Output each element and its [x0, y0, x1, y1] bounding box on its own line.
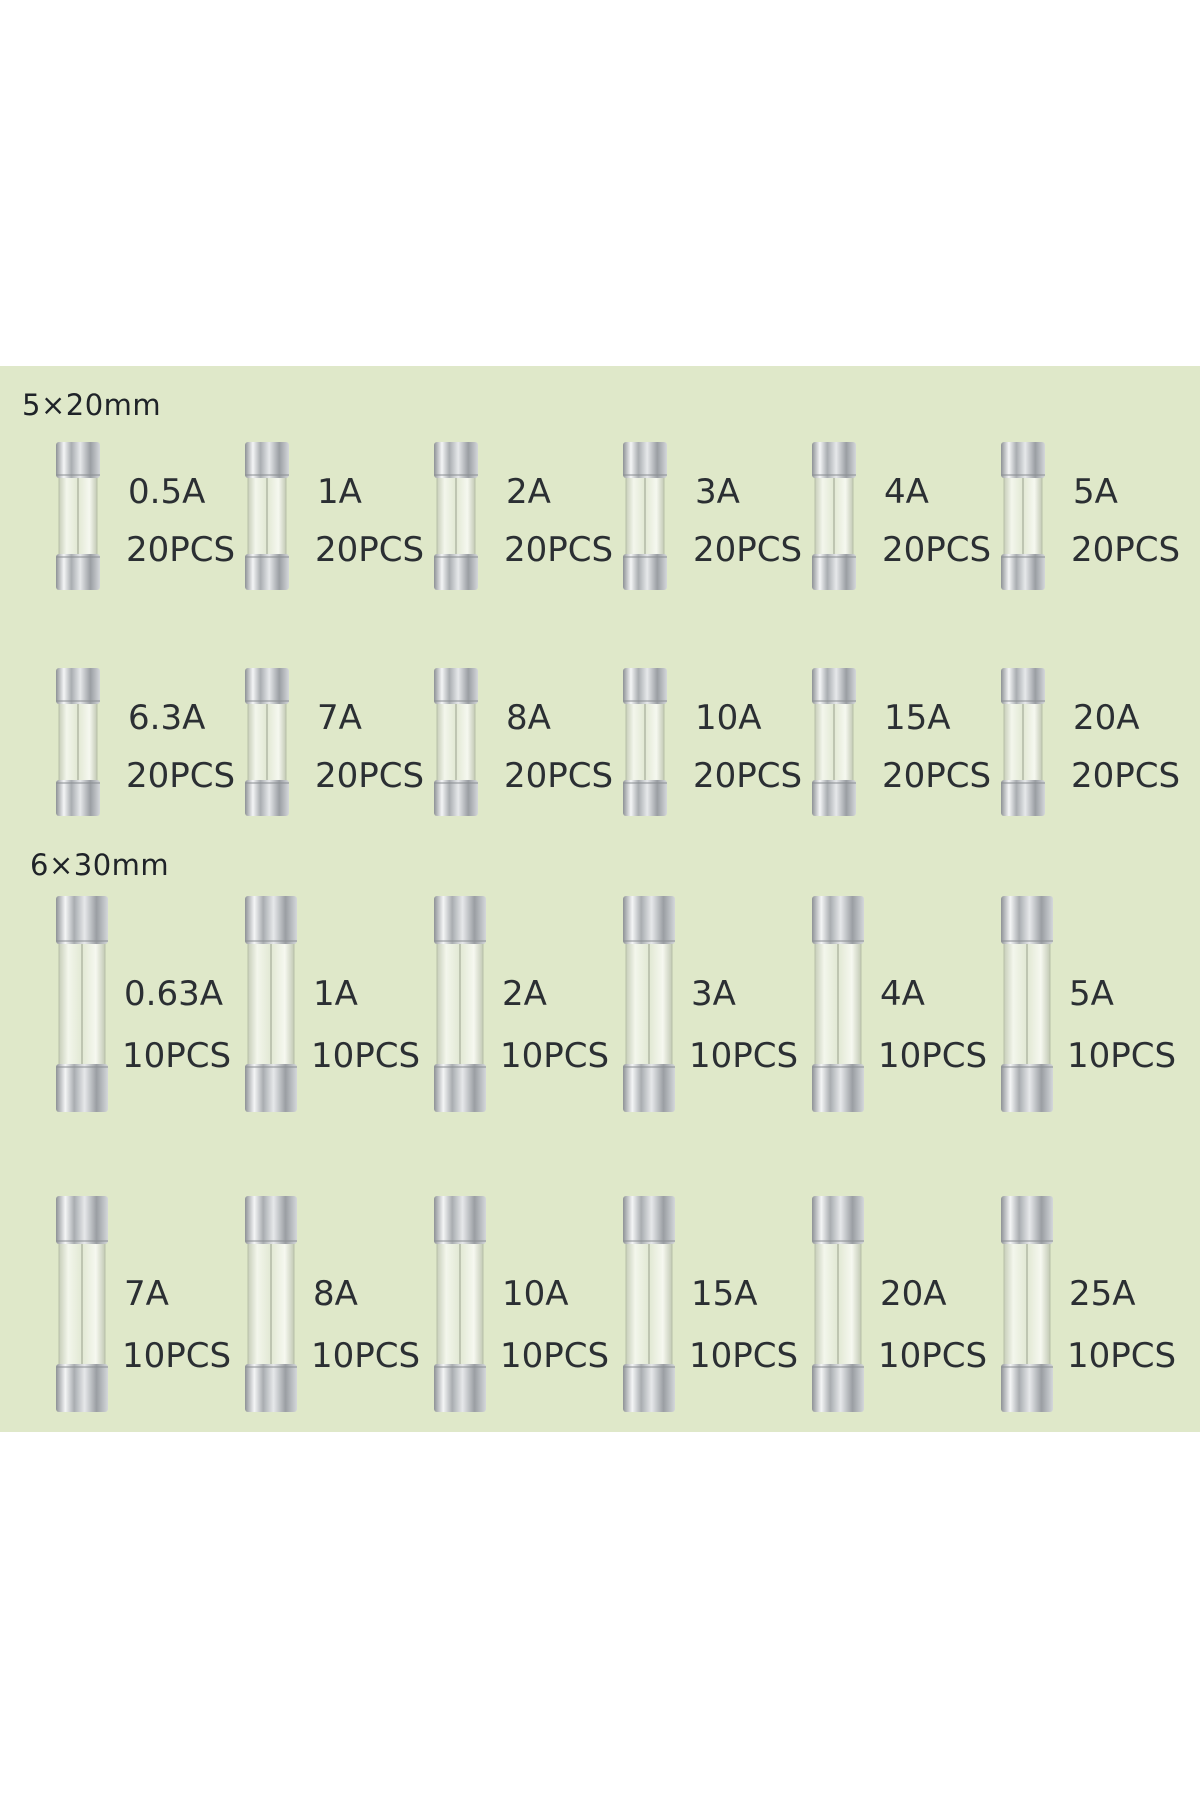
amperage-label: 1A	[313, 974, 358, 1014]
amperage-label: 10A	[502, 1274, 569, 1314]
quantity-label: 10PCS	[311, 1036, 421, 1076]
amperage-label: 20A	[1073, 698, 1140, 738]
amperage-label: 4A	[880, 974, 925, 1014]
amperage-label: 20A	[880, 1274, 947, 1314]
glass-fuse-icon	[1001, 668, 1045, 816]
amperage-label: 15A	[884, 698, 951, 738]
quantity-label: 10PCS	[878, 1336, 988, 1376]
amperage-label: 2A	[502, 974, 547, 1014]
amperage-label: 15A	[691, 1274, 758, 1314]
amperage-label: 10A	[695, 698, 762, 738]
glass-fuse-icon	[56, 1196, 108, 1412]
amperage-label: 5A	[1073, 472, 1118, 512]
glass-fuse-icon	[56, 442, 100, 590]
quantity-label: 20PCS	[1071, 756, 1181, 796]
quantity-label: 20PCS	[1071, 530, 1181, 570]
glass-fuse-icon	[245, 1196, 297, 1412]
quantity-label: 20PCS	[504, 530, 614, 570]
fuse-row-6x30-1: 0.63A 10PCS 1A 10PCS	[56, 896, 1196, 1116]
amperage-label: 8A	[506, 698, 551, 738]
glass-fuse-icon	[812, 896, 864, 1112]
amperage-label: 3A	[691, 974, 736, 1014]
quantity-label: 10PCS	[500, 1036, 610, 1076]
quantity-label: 10PCS	[878, 1036, 988, 1076]
quantity-label: 10PCS	[122, 1336, 232, 1376]
glass-fuse-icon	[434, 668, 478, 816]
fuse-row-6x30-2: 7A 10PCS 8A 10PCS	[56, 1196, 1196, 1416]
amperage-label: 0.5A	[128, 472, 206, 512]
glass-fuse-icon	[812, 1196, 864, 1412]
glass-fuse-icon	[812, 668, 856, 816]
amperage-label: 5A	[1069, 974, 1114, 1014]
amperage-label: 25A	[1069, 1274, 1136, 1314]
glass-fuse-icon	[1001, 896, 1053, 1112]
glass-fuse-icon	[245, 896, 297, 1112]
glass-fuse-icon	[56, 668, 100, 816]
amperage-label: 2A	[506, 472, 551, 512]
amperage-label: 1A	[317, 472, 362, 512]
glass-fuse-icon	[1001, 442, 1045, 590]
glass-fuse-icon	[434, 442, 478, 590]
fuse-row-5x20-1: 0.5A 20PCS 1A 20PCS	[56, 442, 1196, 592]
quantity-label: 20PCS	[693, 756, 803, 796]
amperage-label: 3A	[695, 472, 740, 512]
fuse-assortment-panel: 5×20mm 0.5A 20PCS	[0, 366, 1200, 1432]
glass-fuse-icon	[434, 896, 486, 1112]
glass-fuse-icon	[245, 442, 289, 590]
quantity-label: 20PCS	[126, 756, 236, 796]
section-label-6x30: 6×30mm	[30, 848, 170, 882]
glass-fuse-icon	[245, 668, 289, 816]
amperage-label: 7A	[317, 698, 362, 738]
quantity-label: 10PCS	[689, 1036, 799, 1076]
quantity-label: 10PCS	[1067, 1336, 1177, 1376]
quantity-label: 20PCS	[315, 530, 425, 570]
glass-fuse-icon	[56, 896, 108, 1112]
amperage-label: 0.63A	[124, 974, 223, 1014]
quantity-label: 10PCS	[1067, 1036, 1177, 1076]
quantity-label: 20PCS	[126, 530, 236, 570]
glass-fuse-icon	[812, 442, 856, 590]
amperage-label: 8A	[313, 1274, 358, 1314]
quantity-label: 10PCS	[122, 1036, 232, 1076]
fuse-row-5x20-2: 6.3A 20PCS 7A 20PCS	[56, 668, 1196, 818]
glass-fuse-icon	[623, 896, 675, 1112]
amperage-label: 4A	[884, 472, 929, 512]
quantity-label: 20PCS	[882, 530, 992, 570]
glass-fuse-icon	[623, 668, 667, 816]
amperage-label: 6.3A	[128, 698, 206, 738]
glass-fuse-icon	[623, 1196, 675, 1412]
section-label-5x20: 5×20mm	[22, 388, 162, 422]
quantity-label: 20PCS	[882, 756, 992, 796]
amperage-label: 7A	[124, 1274, 169, 1314]
quantity-label: 10PCS	[689, 1336, 799, 1376]
glass-fuse-icon	[623, 442, 667, 590]
quantity-label: 20PCS	[504, 756, 614, 796]
quantity-label: 20PCS	[315, 756, 425, 796]
quantity-label: 10PCS	[311, 1336, 421, 1376]
glass-fuse-icon	[1001, 1196, 1053, 1412]
quantity-label: 10PCS	[500, 1336, 610, 1376]
quantity-label: 20PCS	[693, 530, 803, 570]
glass-fuse-icon	[434, 1196, 486, 1412]
